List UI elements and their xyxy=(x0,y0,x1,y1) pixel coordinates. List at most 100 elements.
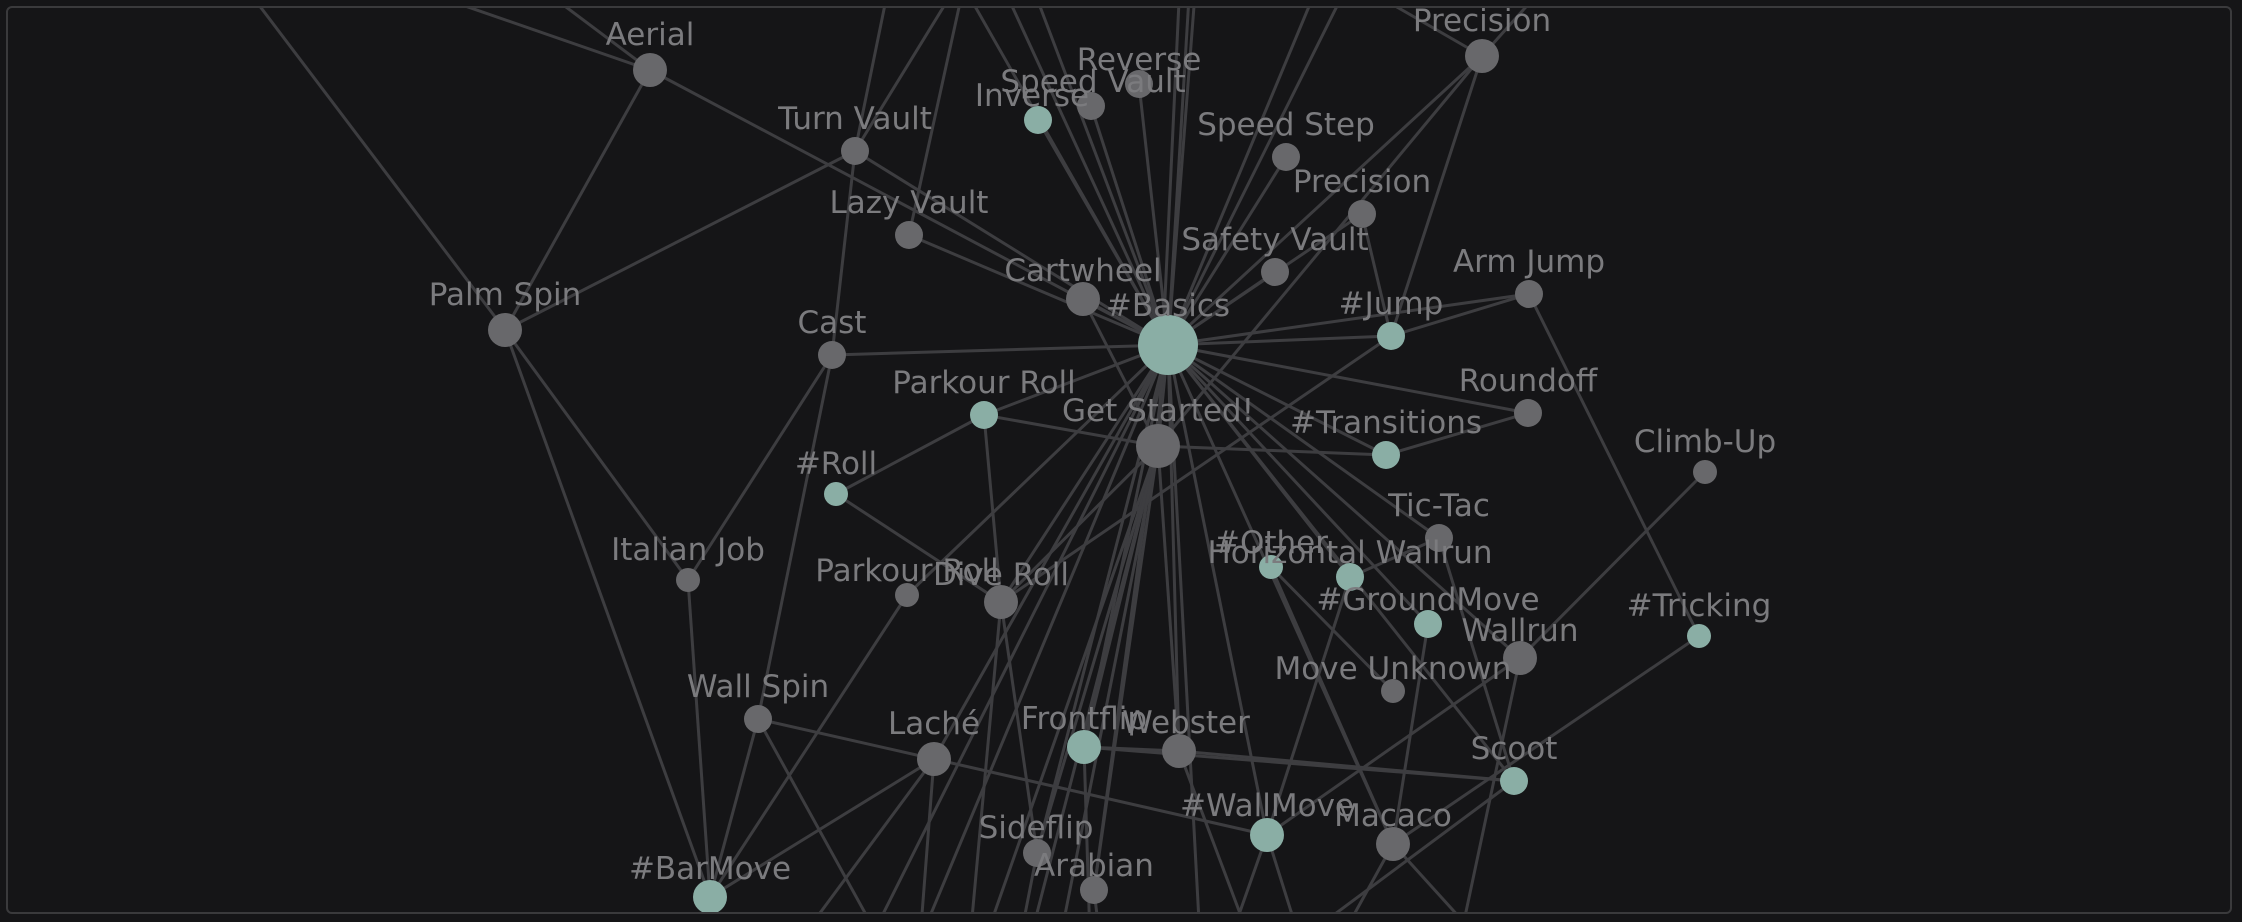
node-inverse[interactable]: Inverse xyxy=(975,78,1089,134)
node-dot-get-started[interactable] xyxy=(1136,424,1180,468)
edge-basics-speed-step xyxy=(1166,156,1288,346)
node-aerial[interactable]: Aerial xyxy=(606,17,695,87)
node-arabian[interactable]: Arabian xyxy=(1034,848,1154,904)
node-wallrun[interactable]: Wallrun xyxy=(1462,613,1579,675)
node-dot-precision-top[interactable] xyxy=(1465,39,1499,73)
node-lazy-vault[interactable]: Lazy Vault xyxy=(830,185,989,249)
node-climb-up[interactable]: Climb-Up xyxy=(1634,424,1776,484)
edge-roll-dive-roll xyxy=(835,492,1002,604)
node-label-roll: #Roll xyxy=(795,446,877,482)
node-label-other: #Other xyxy=(1214,525,1328,561)
node-dot-wall-spin[interactable] xyxy=(744,705,772,733)
node-dot-roundoff[interactable] xyxy=(1514,399,1542,427)
node-tricking[interactable]: #Tricking xyxy=(1627,588,1772,648)
node-dot-arabian[interactable] xyxy=(1080,876,1108,904)
node-dot-palm-spin[interactable] xyxy=(488,313,522,347)
node-dot-arm-jump[interactable] xyxy=(1515,280,1543,308)
node-roundoff[interactable]: Roundoff xyxy=(1459,363,1598,427)
node-macaco[interactable]: Macaco xyxy=(1334,798,1452,861)
node-label-speed-vault: Speed Vault xyxy=(1000,64,1185,100)
node-label-lazy-vault: Lazy Vault xyxy=(830,185,989,221)
node-lache[interactable]: Laché xyxy=(888,706,980,776)
node-dot-climb-up[interactable] xyxy=(1693,460,1717,484)
node-precision[interactable]: Precision xyxy=(1293,164,1431,228)
node-dot-barmove[interactable] xyxy=(693,880,727,914)
node-dot-scoot[interactable] xyxy=(1500,767,1528,795)
node-dive-roll[interactable]: Dive Roll xyxy=(933,557,1069,619)
node-dot-turn-vault[interactable] xyxy=(841,137,869,165)
node-precision-top[interactable]: Precision xyxy=(1413,6,1551,73)
node-dot-sideflip[interactable] xyxy=(1023,839,1051,867)
node-dot-wallrun[interactable] xyxy=(1503,641,1537,675)
node-dot-parkour-roll-top[interactable] xyxy=(970,401,998,429)
edge-basics-cast xyxy=(831,343,1169,357)
node-dot-dive-roll[interactable] xyxy=(984,585,1018,619)
node-horizontal-wallrun[interactable]: Horizontal Wallrun xyxy=(1207,535,1493,591)
node-dot-roll[interactable] xyxy=(824,482,848,506)
node-safety-vault[interactable]: Safety Vault xyxy=(1181,222,1369,286)
node-reverse[interactable]: Reverse xyxy=(1077,42,1202,98)
node-label-parkour-roll: Parkour Roll xyxy=(815,553,998,589)
node-turn-vault[interactable]: Turn Vault xyxy=(777,101,932,165)
node-dot-webster[interactable] xyxy=(1162,734,1196,768)
node-palm-spin[interactable]: Palm Spin xyxy=(429,277,582,347)
node-dot-safety-vault[interactable] xyxy=(1261,258,1289,286)
node-dot-groundmove[interactable] xyxy=(1414,610,1442,638)
node-dot-italian-job[interactable] xyxy=(676,568,700,592)
node-cartwheel[interactable]: Cartwheel xyxy=(1004,253,1162,316)
node-dot-speed-vault[interactable] xyxy=(1077,92,1105,120)
node-speed-vault[interactable]: Speed Vault xyxy=(1000,64,1186,120)
node-label-cartwheel: Cartwheel xyxy=(1004,253,1161,289)
node-dot-horizontal-wallrun[interactable] xyxy=(1336,563,1364,591)
node-dot-aerial[interactable] xyxy=(633,53,667,87)
node-dot-tricking[interactable] xyxy=(1687,624,1711,648)
node-other[interactable]: #Other xyxy=(1214,525,1328,579)
node-move-unknown[interactable]: Move Unknown xyxy=(1275,651,1512,703)
node-dot-reverse[interactable] xyxy=(1125,70,1153,98)
node-parkour-roll[interactable]: Parkour Roll xyxy=(815,553,999,607)
edge-basics-jump xyxy=(1167,334,1392,347)
node-label-horizontal-wallrun: Horizontal Wallrun xyxy=(1207,535,1492,571)
node-dot-speed-step[interactable] xyxy=(1272,143,1300,171)
node-sideflip[interactable]: Sideflip xyxy=(979,810,1094,867)
node-dot-macaco[interactable] xyxy=(1376,827,1410,861)
node-barmove[interactable]: #BarMove xyxy=(629,851,791,914)
node-dot-other[interactable] xyxy=(1259,555,1283,579)
node-dot-cartwheel[interactable] xyxy=(1066,282,1100,316)
node-speed-step[interactable]: Speed Step xyxy=(1197,107,1375,171)
node-dot-parkour-roll[interactable] xyxy=(895,583,919,607)
node-jump[interactable]: #Jump xyxy=(1339,286,1444,350)
node-dot-lazy-vault[interactable] xyxy=(895,221,923,249)
node-webster[interactable]: Webster xyxy=(1122,705,1250,768)
node-dot-wallmove[interactable] xyxy=(1250,818,1284,852)
node-dot-basics[interactable] xyxy=(1138,315,1198,375)
node-scoot[interactable]: Scoot xyxy=(1471,731,1558,795)
node-wallmove[interactable]: #WallMove xyxy=(1180,788,1354,852)
node-label-wallrun: Wallrun xyxy=(1462,613,1579,649)
node-dot-transitions[interactable] xyxy=(1372,441,1400,469)
node-get-started[interactable]: Get Started! xyxy=(1062,393,1254,468)
node-label-sideflip: Sideflip xyxy=(979,810,1094,846)
node-dot-jump[interactable] xyxy=(1377,322,1405,350)
node-groundmove[interactable]: #GroundMove xyxy=(1316,582,1540,638)
node-parkour-roll-top[interactable]: Parkour Roll xyxy=(892,365,1076,429)
node-frontflip[interactable]: Frontflip xyxy=(1021,701,1147,764)
node-transitions[interactable]: #Transitions xyxy=(1290,405,1482,469)
node-tic-tac[interactable]: Tic-Tac xyxy=(1387,488,1490,552)
node-italian-job[interactable]: Italian Job xyxy=(611,532,765,592)
node-dot-precision[interactable] xyxy=(1348,200,1376,228)
node-wall-spin[interactable]: Wall Spin xyxy=(687,669,829,733)
node-basics[interactable]: #Basics xyxy=(1106,288,1230,375)
node-dot-move-unknown[interactable] xyxy=(1381,679,1405,703)
node-dot-lache[interactable] xyxy=(917,742,951,776)
node-dot-inverse[interactable] xyxy=(1024,106,1052,134)
node-cast[interactable]: Cast xyxy=(798,305,867,369)
edge-cast-italian-job xyxy=(686,354,834,581)
node-dot-frontflip[interactable] xyxy=(1067,730,1101,764)
node-dot-tic-tac[interactable] xyxy=(1425,524,1453,552)
node-roll[interactable]: #Roll xyxy=(795,446,877,506)
node-dot-cast[interactable] xyxy=(818,341,846,369)
node-arm-jump[interactable]: Arm Jump xyxy=(1453,244,1605,308)
